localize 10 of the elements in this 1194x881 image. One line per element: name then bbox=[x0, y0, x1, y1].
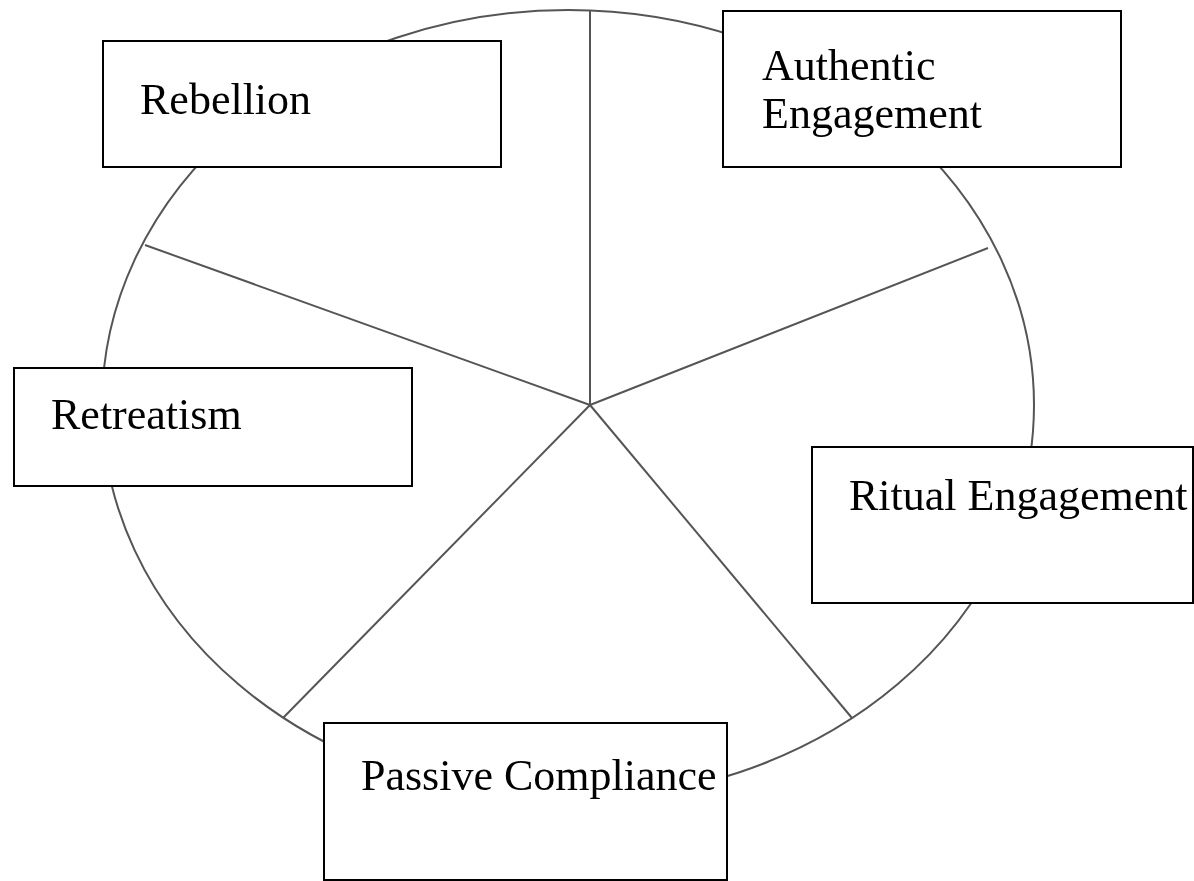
label-box bbox=[102, 40, 502, 168]
label-box bbox=[722, 10, 1122, 168]
sector-label: Retreatism bbox=[51, 391, 243, 439]
sector-label: Authentic Engagement bbox=[762, 42, 983, 138]
sector-label: Passive Compliance bbox=[361, 752, 718, 800]
label-box bbox=[323, 722, 728, 881]
sector-label: Rebellion bbox=[140, 76, 313, 124]
sector-label: Ritual Engagement bbox=[849, 472, 1189, 520]
label-box bbox=[13, 367, 413, 487]
label-box bbox=[811, 446, 1194, 604]
